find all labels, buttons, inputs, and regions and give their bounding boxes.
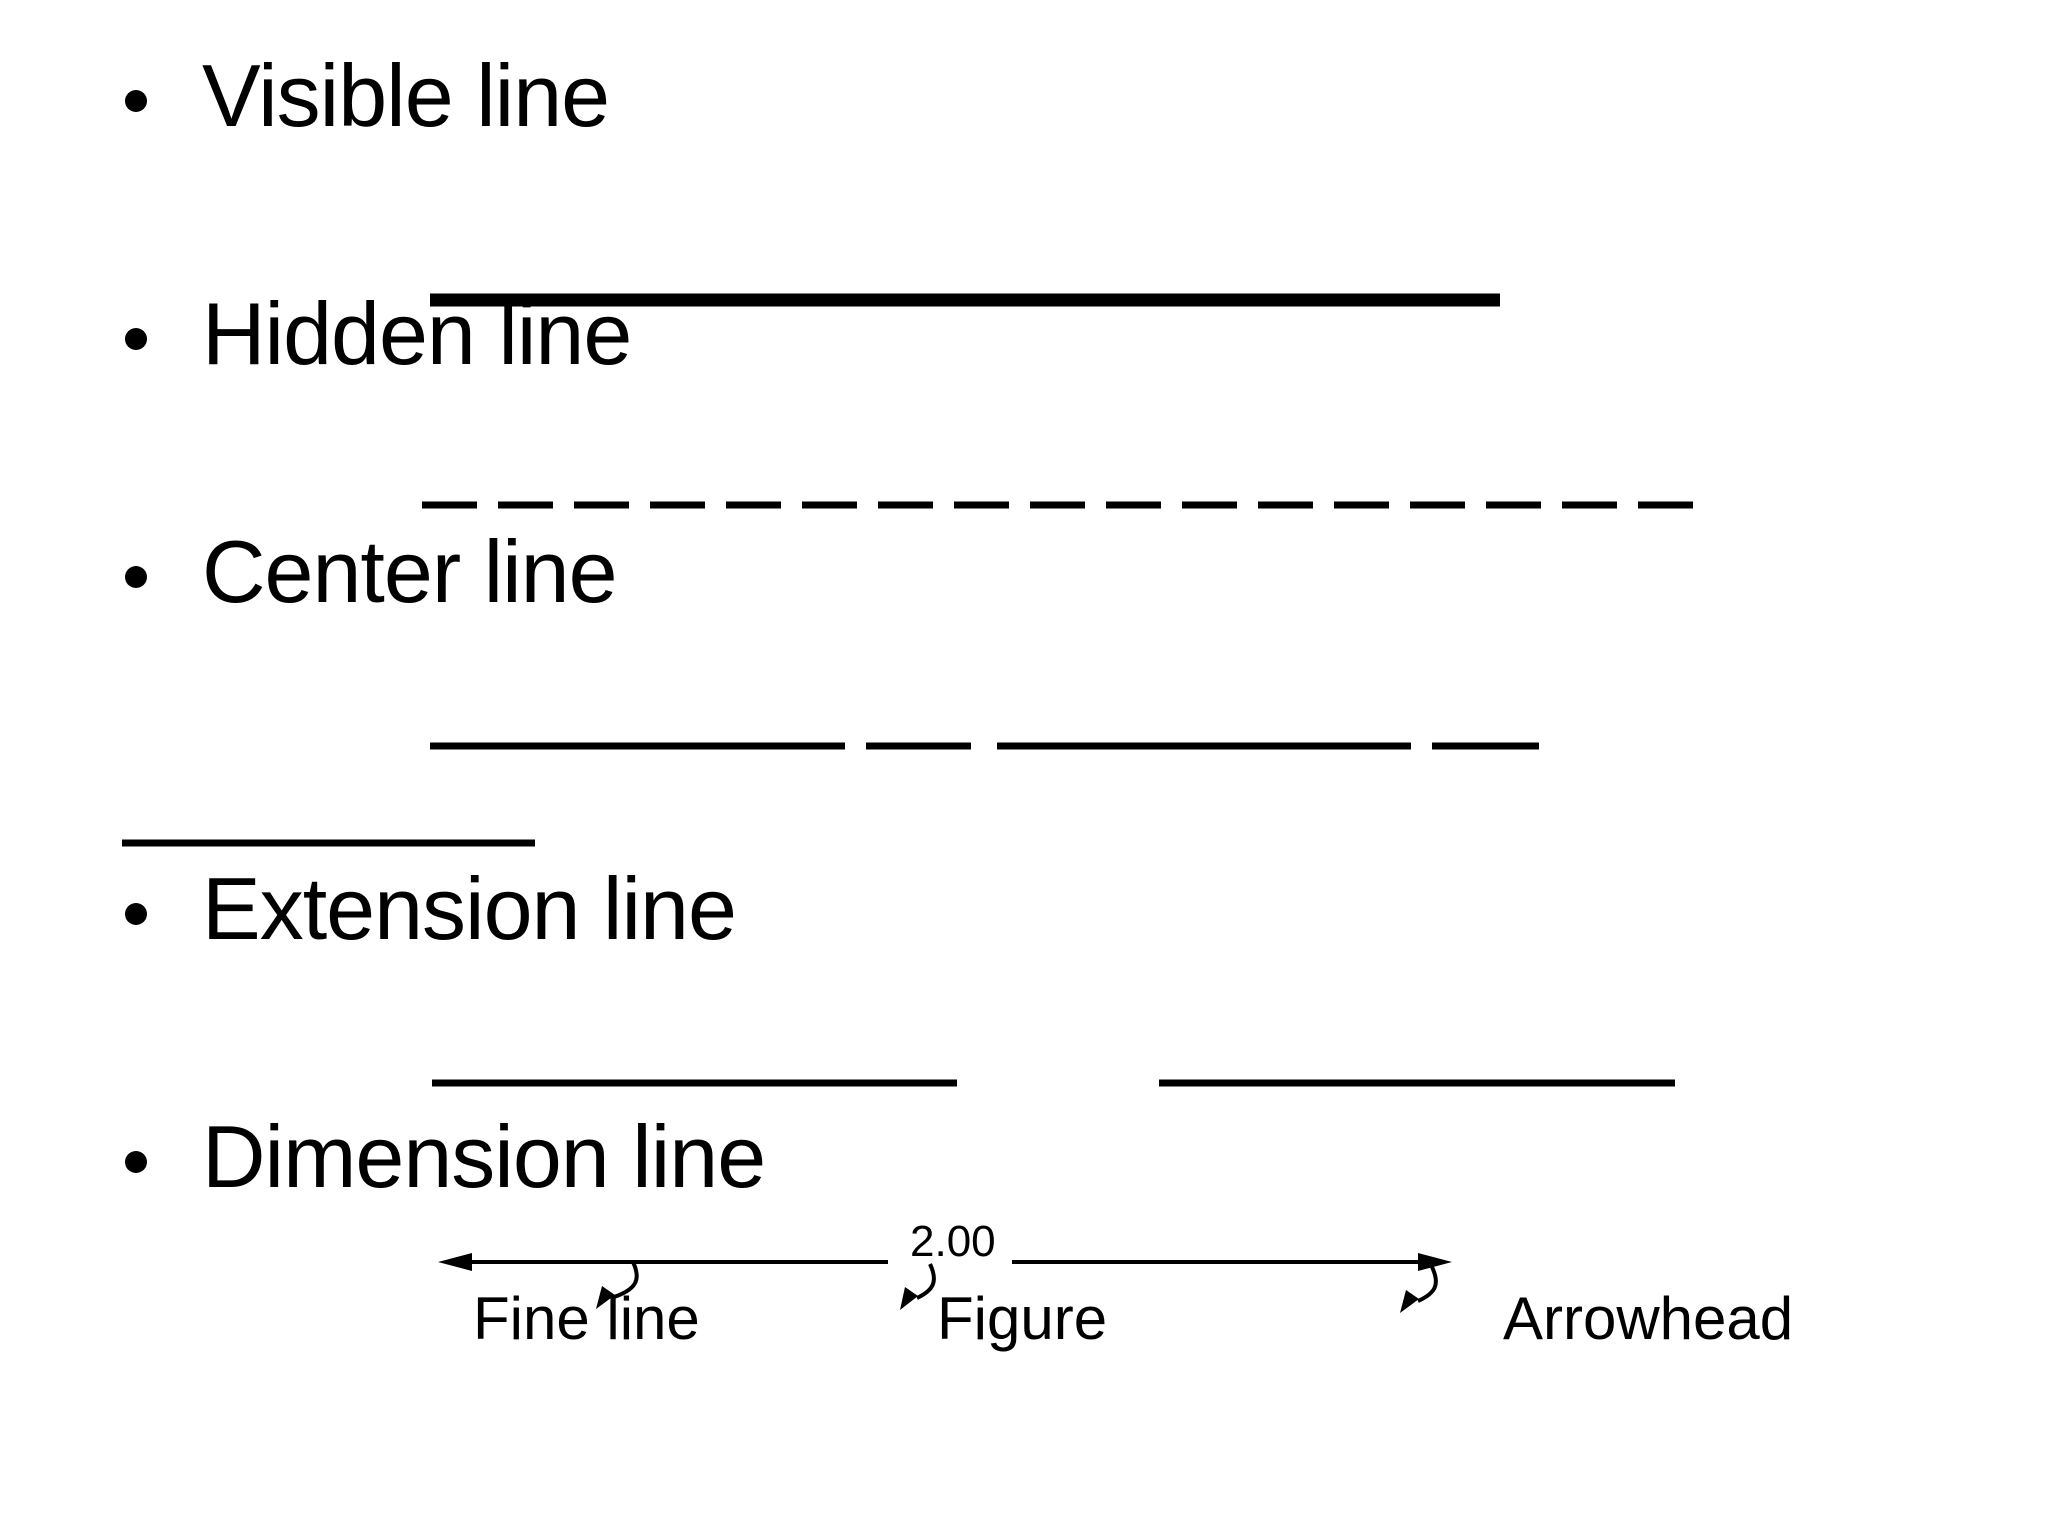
bullet-item-hidden-line: Hidden line bbox=[202, 284, 632, 383]
left-arrowhead-icon bbox=[438, 1253, 472, 1271]
callout-figure: Figure bbox=[937, 1285, 1108, 1352]
bullet-item-visible-line: Visible line bbox=[202, 46, 610, 145]
callout-fine-line: Fine line bbox=[473, 1285, 700, 1352]
callout-arrowhead: Arrowhead bbox=[1503, 1285, 1794, 1352]
bullet-item-center-line: Center line bbox=[202, 522, 618, 621]
arrowhead-leader bbox=[1417, 1266, 1438, 1303]
bullet-dot-icon bbox=[125, 1151, 147, 1173]
arrowhead-leader-arrowhead-icon bbox=[1400, 1290, 1419, 1313]
bullet-dot-icon bbox=[125, 90, 147, 112]
figure-leader-arrowhead-icon bbox=[900, 1287, 918, 1310]
bullet-dot-icon bbox=[125, 328, 147, 350]
bullet-dot-icon bbox=[125, 903, 147, 925]
bullet-item-dimension-line: Dimension line bbox=[202, 1107, 766, 1206]
right-arrowhead-icon bbox=[1418, 1253, 1452, 1271]
dimension-value-label: 2.00 bbox=[910, 1217, 996, 1266]
bullet-item-extension-line: Extension line bbox=[202, 859, 737, 958]
bullet-dot-icon bbox=[125, 566, 147, 588]
figure-leader bbox=[916, 1263, 936, 1300]
